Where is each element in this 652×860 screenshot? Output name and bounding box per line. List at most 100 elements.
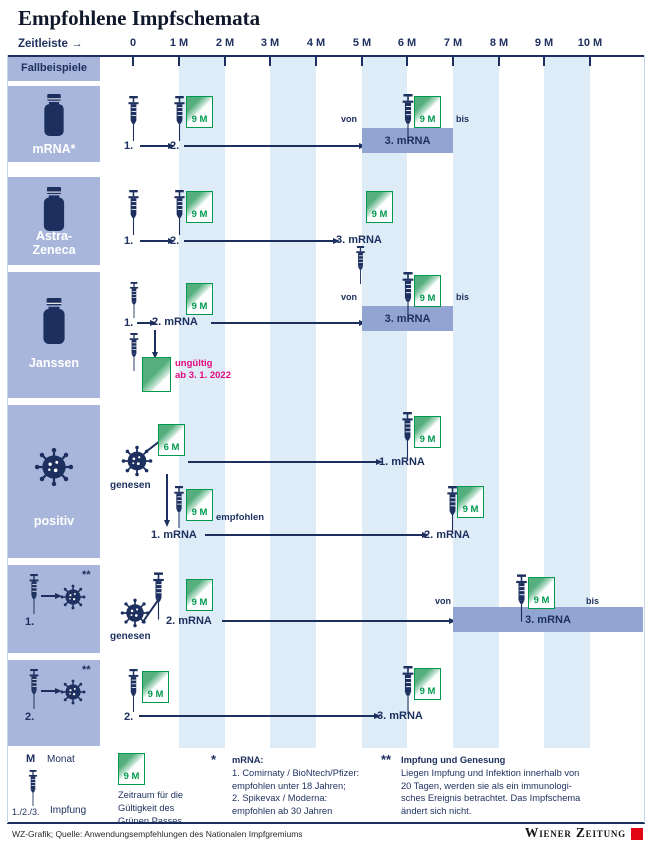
syringe-icon — [128, 282, 140, 318]
green-pass-badge: 9 M — [186, 96, 213, 128]
sidebar-header: Fallbeispiele — [8, 57, 100, 81]
bis-label: bis — [586, 596, 600, 606]
case-label: Astra- — [35, 229, 73, 243]
month-label: 7 M — [443, 37, 463, 49]
arrow — [205, 534, 422, 536]
legend-month-word: Monat — [47, 754, 75, 765]
footnote-marker: ** — [82, 569, 91, 581]
legend-mrna-line: 2. Spikevax / Moderna: — [232, 793, 328, 804]
legend-impfung: Impfung — [50, 805, 87, 816]
syringe-icon — [173, 190, 186, 235]
von-label: von — [341, 292, 358, 302]
syringe-icon — [401, 666, 415, 714]
badge-duration: 9 M — [419, 686, 436, 697]
von-label: von — [435, 596, 452, 606]
month-label: 10 M — [577, 37, 603, 49]
stripe — [270, 56, 316, 748]
badge-duration: 9 M — [419, 293, 436, 304]
legend-genesung-note: Impfung und Genesung Liegen Impfung und … — [401, 754, 580, 818]
syringe-icon — [27, 770, 39, 806]
month-label: 8 M — [489, 37, 509, 49]
syringe-icon — [355, 246, 366, 284]
badge-duration: 9 M — [191, 597, 208, 608]
tick — [224, 56, 226, 66]
down-arrow — [154, 330, 156, 352]
badge-fold-icon — [159, 425, 184, 455]
timeline-label: Zeitleiste → — [18, 38, 83, 50]
tick — [498, 56, 500, 66]
syringe-icon — [152, 572, 165, 620]
footnote-marker: ** — [381, 752, 392, 767]
badge-duration: 9 M — [533, 595, 550, 606]
month-label: 5 M — [352, 37, 372, 49]
tick — [589, 56, 591, 66]
left-frame — [7, 55, 8, 823]
green-pass-badge: 9 M — [414, 668, 441, 700]
badge-fold-icon — [415, 97, 440, 127]
dose-label: 3. mRNA — [377, 710, 423, 722]
legend-genesung-line: 20 Tagen, werden sie als ein immunologi- — [401, 780, 572, 791]
virus-icon — [60, 679, 86, 705]
green-pass-badge: 9 M — [366, 191, 393, 223]
invalid-pass-badge — [142, 357, 171, 392]
footnote-marker: ** — [82, 664, 91, 676]
stripe — [544, 56, 590, 748]
badge-duration: 9 M — [123, 771, 140, 782]
legend-mrna-note: mRNA: 1. Comirnaty / BioNtech/Pfizer: em… — [232, 754, 359, 818]
recovered-label: genesen — [110, 631, 151, 642]
legend-genesung-line: sches Ereignis betrachtet. Das Impfschem… — [401, 793, 581, 804]
legend-genesung-title: Impfung und Genesung — [401, 755, 506, 765]
green-pass-badge: 9 M — [186, 283, 213, 315]
badge-fold-icon — [143, 358, 170, 391]
virus-icon — [60, 584, 86, 610]
month-label: 1 M — [169, 37, 189, 49]
dose-label: 2. — [170, 140, 180, 152]
syringe-icon — [127, 190, 140, 235]
month-label: 0 — [129, 37, 137, 49]
case-astrazeneca: Astra- Zeneca — [8, 177, 100, 265]
arrow — [137, 322, 150, 324]
legend-pass-line: Zeitraum für die — [118, 790, 184, 800]
green-pass-badge: 6 M — [158, 424, 185, 456]
source-credit: WZ-Grafik; Quelle: Anwendungsempfehlunge… — [12, 829, 303, 839]
badge-duration: 9 M — [191, 209, 208, 220]
badge-fold-icon — [187, 284, 212, 314]
recovered-label: genesen — [110, 480, 151, 491]
badge-duration: 6 M — [163, 442, 180, 453]
legend-month-abbr: M — [26, 753, 36, 765]
badge-fold-icon — [187, 490, 212, 520]
legend-genesung-line: ändert sich nicht. — [401, 806, 472, 817]
syringe-icon — [401, 272, 415, 320]
stripe — [179, 56, 225, 748]
virus-icon — [34, 447, 74, 487]
arrow — [140, 240, 168, 242]
dose-label: 2. mRNA — [424, 529, 470, 541]
timeline-label-text: Zeitleiste — [18, 38, 68, 50]
right-arrow-icon: → — [71, 38, 83, 50]
syringe-icon — [173, 486, 185, 528]
dose-label: 3. mRNA — [336, 234, 382, 246]
bis-label: bis — [456, 292, 470, 302]
bis-label: bis — [456, 114, 470, 124]
month-label: 2 M — [215, 37, 235, 49]
dose-label: 2. mRNA — [152, 316, 198, 328]
green-pass-badge: 9 M — [457, 486, 484, 518]
dose-label: 1. mRNA — [379, 456, 425, 468]
badge-duration: 9 M — [419, 434, 436, 445]
dose-label: 2. — [170, 235, 180, 247]
green-pass-badge: 9 M — [528, 577, 555, 609]
arrow — [188, 461, 376, 463]
vial-icon — [37, 94, 71, 136]
syringe-icon — [127, 96, 140, 141]
badge-duration: 9 M — [462, 504, 479, 515]
down-arrow — [166, 474, 168, 520]
dose-label: 2. mRNA — [166, 615, 212, 627]
dose-label: 2. — [124, 711, 134, 723]
arrow — [211, 322, 359, 324]
legend-mrna-line: 1. Comirnaty / BioNtech/Pfizer: — [232, 767, 360, 778]
dose-label: 1. — [124, 317, 134, 329]
legend-genesung-line: Liegen Impfung und Infektion innerhalb v… — [401, 767, 580, 778]
green-pass-badge: 9 M — [414, 416, 441, 448]
case-label: Zeneca — [32, 243, 76, 257]
case-mrna: mRNA* — [8, 86, 100, 162]
